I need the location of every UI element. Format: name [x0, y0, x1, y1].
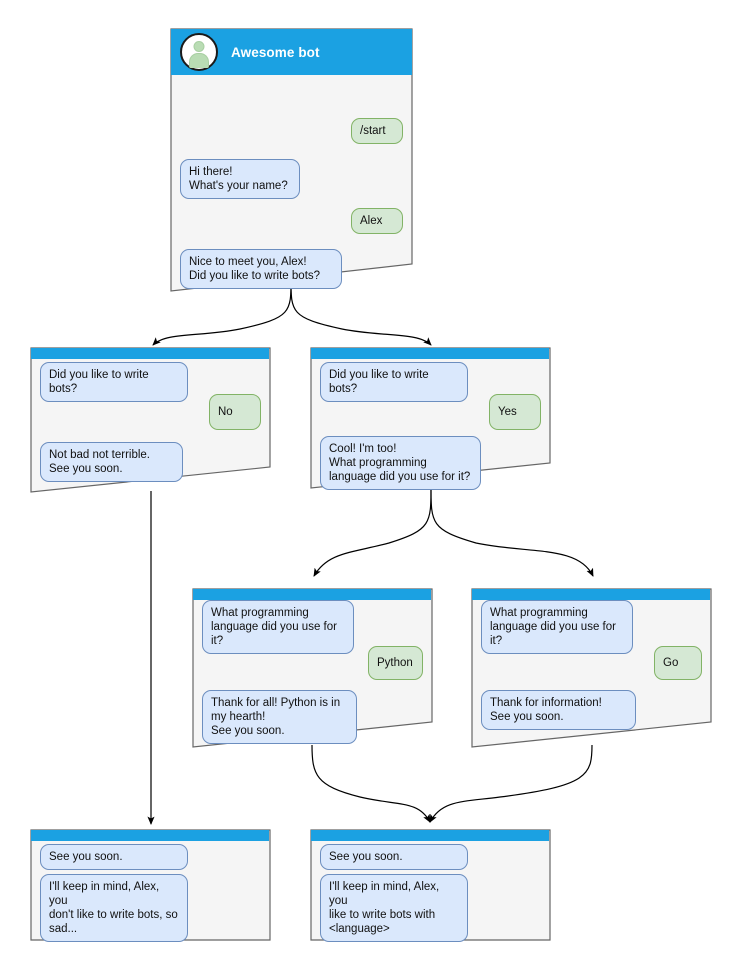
card-end-sad[interactable]: See you soon. I'll keep in mind, Alex, y… [30, 829, 271, 942]
message-bubble-bot: Did you like to write bots? [320, 362, 468, 402]
message-bubble-bot: What programming language did you use fo… [481, 600, 633, 654]
message-bubble-user: Python [368, 646, 423, 680]
card-header-bar [311, 348, 549, 359]
card-end-happy[interactable]: See you soon. I'll keep in mind, Alex, y… [310, 829, 551, 942]
message-bubble-user: Alex [351, 208, 403, 234]
card-header-bar [472, 589, 710, 600]
card-header-bar [193, 589, 431, 600]
card-header-bar [31, 348, 269, 359]
card-lang-go[interactable]: What programming language did you use fo… [471, 588, 712, 748]
message-bubble-bot: I'll keep in mind, Alex, you don't like … [40, 874, 188, 942]
edge-yes-to-python [313, 486, 432, 577]
message-bubble-bot: I'll keep in mind, Alex, you like to wri… [320, 874, 468, 942]
bot-title: Awesome bot [231, 44, 320, 60]
avatar-body [189, 53, 209, 68]
message-bubble-bot: Did you like to write bots? [40, 362, 188, 402]
card-lang-python[interactable]: What programming language did you use fo… [192, 588, 433, 748]
message-bubble-bot: What programming language did you use fo… [202, 600, 354, 654]
message-bubble-user: /start [351, 118, 403, 144]
card-answer-no[interactable]: Did you like to write bots? No Not bad n… [30, 347, 271, 493]
message-bubble-user: Go [654, 646, 702, 680]
message-bubble-bot: Thank for all! Python is in my hearth! S… [202, 690, 357, 744]
card-header-bar [311, 830, 549, 841]
person-avatar-icon [180, 33, 218, 71]
card-answer-yes[interactable]: Did you like to write bots? Yes Cool! I'… [310, 347, 551, 490]
message-bubble-user: Yes [489, 394, 541, 430]
message-bubble-bot: See you soon. [320, 844, 468, 870]
card-header-bar [31, 830, 269, 841]
message-bubble-bot: Hi there! What's your name? [180, 159, 300, 199]
card-start[interactable]: Awesome bot /start Hi there! What's your… [170, 28, 413, 292]
message-bubble-bot: Nice to meet you, Alex! Did you like to … [180, 249, 342, 289]
message-bubble-bot: Not bad not terrible. See you soon. [40, 442, 183, 482]
message-bubble-bot: Cool! I'm too! What programming language… [320, 436, 481, 490]
message-bubble-bot: See you soon. [40, 844, 188, 870]
avatar-head [193, 41, 205, 52]
edge-go-to-end-happy [429, 744, 593, 823]
edge-python-to-end-happy [311, 744, 431, 823]
message-bubble-user: No [209, 394, 261, 430]
edge-yes-to-go [430, 486, 594, 577]
card-header-start: Awesome bot [171, 29, 412, 75]
message-bubble-bot: Thank for information! See you soon. [481, 690, 636, 730]
